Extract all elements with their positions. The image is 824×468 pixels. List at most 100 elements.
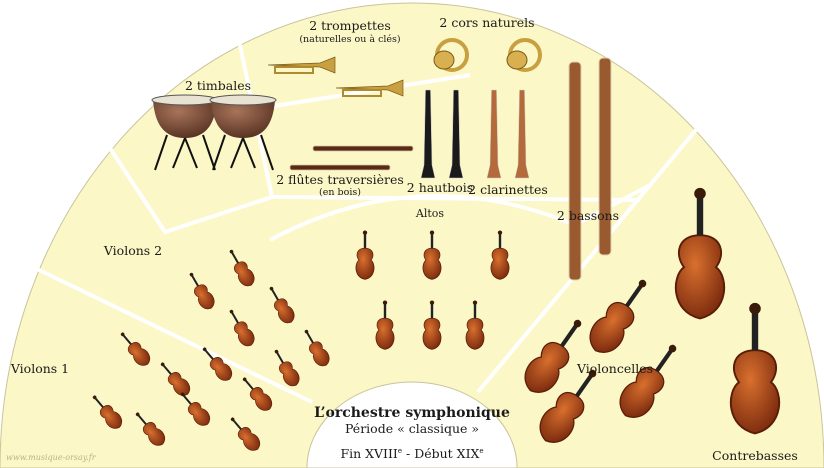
viola-icon (465, 300, 485, 350)
violin-scroll (749, 302, 761, 315)
violin-neck (182, 394, 192, 405)
period-end: - Début XIX (402, 446, 480, 461)
violons2-label: Violons 2 (103, 243, 163, 258)
violin-body (142, 422, 166, 446)
clarinet-icon (514, 89, 530, 179)
violin-scroll (497, 230, 503, 235)
violin-scroll (694, 187, 706, 200)
viola-icon (490, 230, 510, 280)
violin-scroll (638, 279, 647, 288)
violin-scroll (429, 230, 435, 235)
violin-neck (575, 374, 594, 398)
violin-body (279, 361, 300, 387)
timpani-stand (212, 134, 274, 171)
violin-scroll (120, 332, 125, 337)
bassons-label: 2 bassons (556, 208, 620, 223)
cello-icon (524, 319, 582, 393)
cello-icon (619, 344, 677, 418)
violin-icon (230, 417, 261, 451)
violin-neck (560, 324, 579, 348)
viola-icon (422, 300, 442, 350)
flutes-note: (en bois) (319, 187, 361, 198)
violin-body (524, 342, 570, 393)
period-sup: e (479, 446, 484, 455)
violin-scroll (304, 329, 309, 334)
double-bass-icon (674, 187, 726, 320)
violin-scroll (588, 369, 597, 378)
timpani-head (209, 94, 277, 106)
period-start: Fin XVIII (340, 446, 398, 461)
violin-scroll (230, 417, 235, 422)
violin-body (422, 317, 442, 350)
violin-neck (625, 284, 644, 308)
violin-neck (204, 349, 214, 360)
horn-bell (433, 50, 455, 70)
violin-icon (135, 412, 166, 446)
violin-scroll (242, 377, 247, 382)
horn-icon (433, 38, 469, 72)
bassoon-icon (598, 57, 612, 256)
timpani-head (151, 94, 219, 106)
flute-icon (312, 145, 414, 152)
violin-neck (137, 414, 147, 425)
period-sup: e (397, 446, 403, 455)
violin-icon (202, 347, 233, 381)
violin-icon (269, 286, 295, 324)
violin-body (539, 392, 585, 443)
timbales-label: 2 timbales (184, 78, 252, 93)
violin-body (249, 387, 273, 411)
violin-icon (189, 272, 215, 310)
violin-scroll (362, 230, 368, 235)
violin-icon (274, 349, 300, 387)
bassoon-icon (568, 61, 582, 281)
timpani-icon (151, 94, 219, 171)
violin-body (187, 402, 211, 426)
contrebasses-label: Contrebasses (712, 448, 798, 463)
trumpet-icon (267, 56, 336, 74)
violin-body (619, 367, 665, 418)
violoncelles-label: Violoncelles (576, 361, 654, 376)
violin-scroll (92, 395, 97, 400)
violin-neck (122, 334, 132, 345)
violin-body (729, 349, 781, 435)
violin-icon (229, 309, 255, 347)
violin-neck (655, 349, 674, 373)
violin-scroll (274, 349, 279, 354)
timpani-icon (209, 94, 277, 171)
violin-body (237, 427, 261, 451)
violin-scroll (668, 344, 677, 353)
violin-scroll (229, 249, 234, 254)
violin-body (309, 341, 330, 367)
violin-icon (242, 377, 273, 411)
violin-scroll (202, 347, 207, 352)
horn-icon (506, 38, 542, 72)
violin-icon (304, 329, 330, 367)
violin-body (375, 317, 395, 350)
violin-scroll (429, 300, 435, 305)
violin-neck (244, 379, 254, 390)
violin-body (194, 284, 215, 310)
violin-icon (229, 249, 255, 287)
violin-body (127, 342, 151, 366)
diagram-title: L’orchestre symphonique (314, 405, 510, 421)
altos-label: Altos (415, 207, 445, 220)
violin-neck (306, 331, 314, 344)
viola-icon (422, 230, 442, 280)
violin-neck (271, 288, 279, 301)
oboe-icon (420, 89, 436, 179)
clarinet-icon (486, 89, 502, 179)
timpani-bowl (211, 100, 275, 138)
horn-bell (506, 50, 528, 70)
hautbois-label: 2 hautbois (406, 180, 474, 195)
violin-body (589, 302, 635, 353)
violin-neck (231, 311, 239, 324)
violin-body (674, 234, 726, 320)
violin-neck (191, 274, 199, 287)
violin-scroll (160, 362, 165, 367)
trompettes-note: (naturelles ou à clés) (299, 34, 401, 45)
violin-body (234, 321, 255, 347)
violin-icon (92, 395, 123, 429)
violin-scroll (135, 412, 140, 417)
violin-body (465, 317, 485, 350)
